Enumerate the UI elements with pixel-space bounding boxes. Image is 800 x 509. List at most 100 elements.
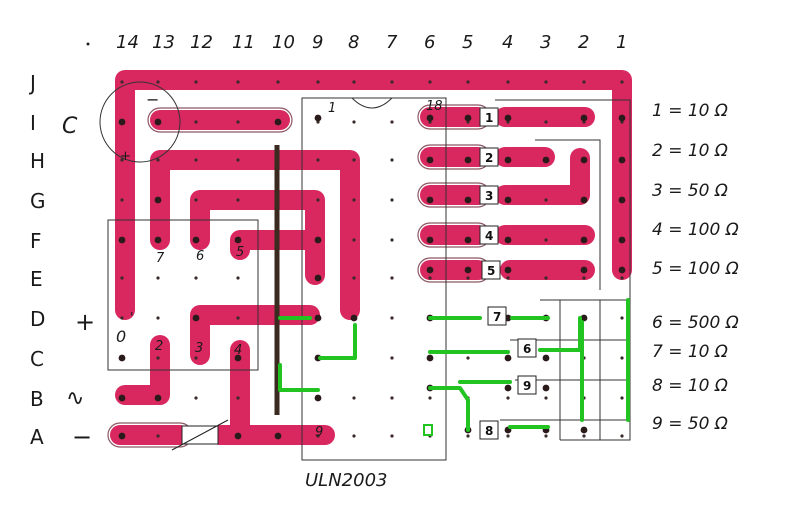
pin-5-mark: 5 bbox=[236, 245, 244, 260]
resistor-box-label: 9 bbox=[523, 379, 531, 393]
hole bbox=[236, 158, 240, 162]
hole bbox=[352, 396, 356, 400]
solder-point bbox=[464, 266, 472, 274]
solder-point bbox=[580, 196, 588, 204]
hole bbox=[194, 198, 198, 202]
hole bbox=[466, 434, 470, 438]
hole bbox=[236, 276, 240, 280]
solder-point bbox=[426, 266, 434, 274]
resistor-box bbox=[487, 306, 507, 326]
solder-point bbox=[464, 236, 472, 244]
resistor-box bbox=[479, 107, 499, 127]
resistor-box bbox=[517, 338, 537, 358]
resistor-box bbox=[479, 225, 499, 245]
hole bbox=[156, 434, 160, 438]
solder-point bbox=[314, 114, 322, 122]
solder-point bbox=[504, 236, 512, 244]
component-box bbox=[107, 219, 259, 371]
hole bbox=[236, 396, 240, 400]
resistor-box-label: 7 bbox=[493, 310, 501, 324]
resistor-box-label: 5 bbox=[487, 264, 495, 278]
row-d-side-label: + bbox=[75, 308, 95, 336]
solder-point bbox=[580, 114, 588, 122]
resistor-box bbox=[517, 375, 537, 395]
solder-point bbox=[192, 314, 200, 322]
row-label: D bbox=[30, 307, 45, 331]
column-label: 8 bbox=[348, 32, 359, 53]
hole bbox=[194, 356, 198, 360]
trace-d-loop bbox=[190, 305, 320, 365]
solder-point bbox=[426, 354, 434, 362]
hole bbox=[428, 396, 432, 400]
hole bbox=[194, 120, 198, 124]
solder-point bbox=[580, 314, 588, 322]
hole bbox=[236, 80, 240, 84]
solder-point bbox=[580, 426, 588, 434]
hole bbox=[428, 80, 432, 84]
hole bbox=[316, 80, 320, 84]
resistor-box bbox=[479, 147, 499, 167]
hole bbox=[466, 356, 470, 360]
row-label: E bbox=[30, 267, 43, 291]
hole bbox=[120, 276, 124, 280]
hole bbox=[544, 396, 548, 400]
hole bbox=[156, 276, 160, 280]
solder-point bbox=[464, 156, 472, 164]
column-label: 4 bbox=[502, 32, 513, 53]
green-wires bbox=[278, 298, 630, 432]
hole bbox=[236, 198, 240, 202]
hole bbox=[352, 158, 356, 162]
hole bbox=[352, 238, 356, 242]
resistor-box bbox=[481, 260, 501, 280]
solder-point bbox=[426, 156, 434, 164]
hole bbox=[390, 356, 394, 360]
row-label: H bbox=[30, 149, 45, 173]
chip-label: ULN2003 bbox=[305, 470, 387, 491]
hole bbox=[156, 356, 160, 360]
hole bbox=[544, 238, 548, 242]
hole-grid bbox=[118, 80, 626, 440]
solder-point bbox=[542, 354, 550, 362]
row-i-side-label: C bbox=[62, 114, 78, 139]
hole bbox=[620, 396, 624, 400]
hole bbox=[390, 316, 394, 320]
solder-point bbox=[504, 156, 512, 164]
trace-r3-right bbox=[495, 148, 590, 205]
solder-point bbox=[580, 266, 588, 274]
solder-point bbox=[154, 394, 162, 402]
hole bbox=[316, 198, 320, 202]
solder-point bbox=[118, 236, 126, 244]
pencil-lines bbox=[99, 81, 631, 461]
hole bbox=[544, 276, 548, 280]
hole bbox=[156, 316, 160, 320]
legend-item-3: 3 = 50 Ω bbox=[652, 181, 728, 201]
solder-point bbox=[426, 114, 434, 122]
hole bbox=[544, 120, 548, 124]
pin-9-mark: 9 bbox=[315, 425, 323, 440]
hole bbox=[194, 396, 198, 400]
green-pad bbox=[423, 424, 433, 436]
solder-point bbox=[234, 432, 242, 440]
hole bbox=[390, 238, 394, 242]
hole bbox=[156, 80, 160, 84]
legend-item-7: 7 = 10 Ω bbox=[652, 342, 728, 362]
pin-7-mark: 7 bbox=[156, 251, 165, 266]
hole bbox=[236, 120, 240, 124]
legend-item-8: 8 = 10 Ω bbox=[652, 376, 728, 396]
row-label: B bbox=[30, 387, 44, 411]
hole bbox=[620, 356, 624, 360]
hole bbox=[544, 80, 548, 84]
solder-point bbox=[118, 432, 126, 440]
row-a-side-label: − bbox=[72, 423, 92, 451]
hole bbox=[390, 198, 394, 202]
hole bbox=[352, 198, 356, 202]
resistor-box bbox=[479, 185, 499, 205]
hole bbox=[120, 316, 124, 320]
pin-2-mark: 2 bbox=[155, 339, 163, 354]
solder-point bbox=[580, 236, 588, 244]
legend-item-2: 2 = 10 Ω bbox=[652, 141, 728, 161]
legend-item-1: 1 = 10 Ω bbox=[652, 101, 728, 121]
legend-item-5: 5 = 100 Ω bbox=[652, 259, 739, 279]
